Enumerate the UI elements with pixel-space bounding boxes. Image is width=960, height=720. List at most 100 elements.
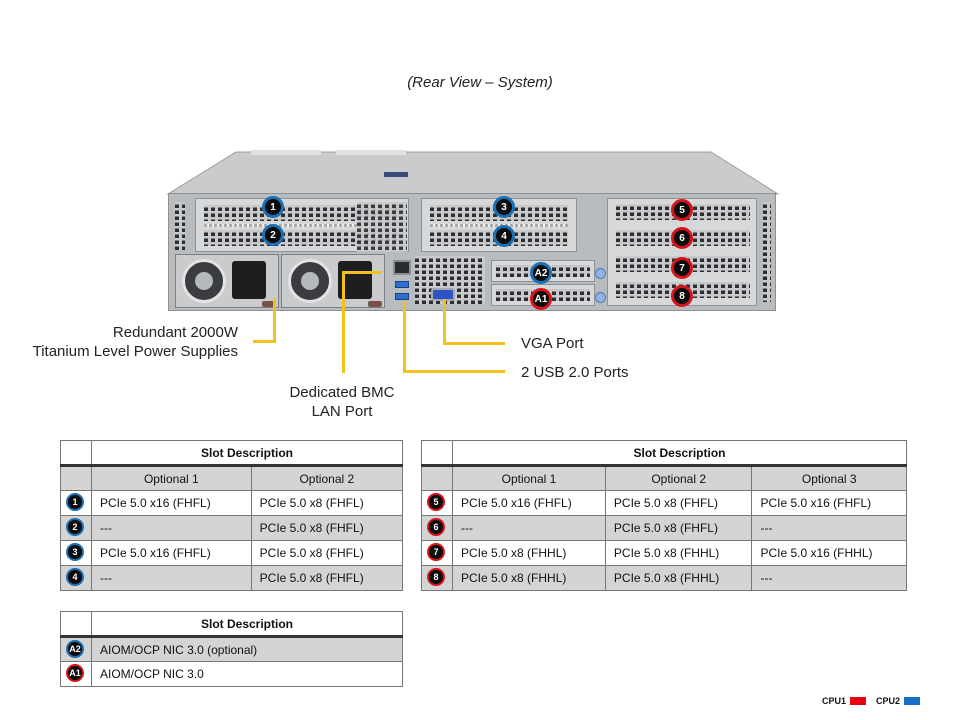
table-row: A1 AIOM/OCP NIC 3.0 [60, 661, 403, 687]
slot-badge-8: 8 [427, 568, 445, 586]
psu-label-line1: Redundant 2000W [112, 324, 238, 341]
table-row: 6 --- PCIe 5.0 x8 (FHFL) --- [421, 515, 907, 541]
slot-badge-7: 7 [427, 543, 445, 561]
usb-label: 2 USB 2.0 Ports [521, 364, 629, 381]
table-cell: PCIe 5.0 x8 (FHFL) [250, 565, 404, 591]
table-cell: PCIe 5.0 x16 (FHFL) [91, 490, 252, 516]
legend-label-cpu2: CPU2 [875, 696, 900, 706]
power-inlet-icon [232, 261, 266, 299]
slot-badge-2: 2 [262, 224, 284, 246]
slot-badge-8: 8 [671, 285, 693, 307]
column-header: Optional 3 [751, 465, 907, 491]
usb-callout-line [403, 301, 406, 373]
fan-icon [182, 259, 226, 303]
slot-badge-a2: A2 [66, 640, 84, 658]
bmc-label-line2: LAN Port [311, 403, 373, 420]
table-cell: PCIe 5.0 x8 (FHFL) [250, 515, 404, 541]
table-cell: PCIe 5.0 x16 (FHHL) [751, 540, 907, 566]
slot-badge-6: 6 [427, 518, 445, 536]
power-supply-2 [281, 254, 385, 308]
psu-callout-line [253, 340, 276, 343]
slot-badge-5: 5 [427, 493, 445, 511]
column-header: Optional 1 [91, 465, 252, 491]
table-cell: PCIe 5.0 x8 (FHFL) [250, 540, 404, 566]
slot-badge-a1: A1 [66, 664, 84, 682]
table-cell: PCIe 5.0 x16 (FHFL) [751, 490, 907, 516]
table-cell: PCIe 5.0 x8 (FHHL) [452, 540, 606, 566]
table-row: 2 --- PCIe 5.0 x8 (FHFL) [60, 515, 404, 541]
usb-port-2 [395, 293, 409, 300]
slot-badge-3: 3 [66, 543, 84, 561]
slot-badge-2: 2 [66, 518, 84, 536]
fan-icon [288, 259, 332, 303]
usb-port-1 [395, 281, 409, 288]
table-cell: --- [452, 515, 606, 541]
slot-badge-1: 1 [262, 196, 284, 218]
table-cell: PCIe 5.0 x8 (FHHL) [604, 565, 753, 591]
cpu-legend: CPU1 CPU2 [822, 696, 920, 706]
slot-badge-3: 3 [493, 196, 515, 218]
vga-callout-line [443, 299, 446, 345]
usb-callout-line [403, 370, 505, 373]
table-cell: PCIe 5.0 x8 (FHFL) [604, 490, 753, 516]
table-cell: PCIe 5.0 x8 (FHFL) [604, 515, 753, 541]
table-cell: --- [91, 565, 252, 591]
diagram-title: (Rear View – System) [407, 74, 553, 91]
column-header: Optional 2 [250, 465, 404, 491]
aiom-thumbscrew-icon [595, 292, 606, 303]
legend-swatch-cpu1 [849, 697, 866, 705]
legend-swatch-cpu2 [904, 697, 920, 705]
slot-badge-4: 4 [493, 225, 515, 247]
table-row: 5 PCIe 5.0 x16 (FHFL) PCIe 5.0 x8 (FHFL)… [421, 490, 907, 516]
vga-callout-line [443, 342, 505, 345]
slot-badge-a2: A2 [530, 262, 552, 284]
riser-bay-left [195, 198, 409, 252]
legend-label-cpu1: CPU1 [821, 696, 846, 706]
slot-badge-7: 7 [671, 257, 693, 279]
bmc-callout-line [342, 271, 345, 373]
slot-badge-5: 5 [671, 199, 693, 221]
aiom-thumbscrew-icon [595, 268, 606, 279]
table-cell: PCIe 5.0 x8 (FHHL) [452, 565, 606, 591]
column-header: Optional 2 [604, 465, 753, 491]
power-supply-1 [175, 254, 279, 308]
table-cell: --- [91, 515, 252, 541]
table-cell: --- [751, 565, 907, 591]
bmc-label: Dedicated BMC LAN Port [262, 383, 422, 421]
column-header: Optional 1 [452, 465, 606, 491]
table-row: 1 PCIe 5.0 x16 (FHFL) PCIe 5.0 x8 (FHFL) [60, 490, 404, 516]
slot-badge-6: 6 [671, 227, 693, 249]
slot-badge-4: 4 [66, 568, 84, 586]
right-side-vent [763, 202, 771, 302]
table-header: Slot Description [91, 440, 403, 467]
psu-label-line2: Titanium Level Power Supplies [32, 343, 238, 360]
slot-badge-1: 1 [66, 493, 84, 511]
side-vent [175, 202, 185, 250]
bmc-label-line1: Dedicated BMC [289, 384, 395, 401]
vga-label: VGA Port [521, 335, 584, 352]
bmc-lan-port [393, 260, 411, 275]
table-cell: PCIe 5.0 x16 (FHFL) [91, 540, 252, 566]
slot-table-aiom: Slot Description A2 AIOM/OCP NIC 3.0 (op… [60, 611, 403, 687]
table-cell: --- [751, 515, 907, 541]
slot-table-cpu1: Slot Description Optional 1 Optional 2 O… [421, 440, 907, 591]
slot-badge-a1: A1 [530, 288, 552, 310]
chassis-top-cover [166, 150, 780, 195]
table-row: A2 AIOM/OCP NIC 3.0 (optional) [60, 636, 403, 662]
table-row: 3 PCIe 5.0 x16 (FHFL) PCIe 5.0 x8 (FHFL) [60, 540, 404, 566]
table-cell: AIOM/OCP NIC 3.0 (optional) [91, 636, 403, 662]
table-cell: PCIe 5.0 x8 (FHHL) [604, 540, 753, 566]
bmc-callout-line [342, 271, 382, 274]
table-row: 7 PCIe 5.0 x8 (FHHL) PCIe 5.0 x8 (FHHL) … [421, 540, 907, 566]
table-row: 8 PCIe 5.0 x8 (FHHL) PCIe 5.0 x8 (FHHL) … [421, 565, 907, 591]
table-cell: PCIe 5.0 x16 (FHFL) [452, 490, 606, 516]
table-cell: PCIe 5.0 x8 (FHFL) [250, 490, 404, 516]
table-row: 4 --- PCIe 5.0 x8 (FHFL) [60, 565, 404, 591]
table-header: Slot Description [452, 440, 907, 467]
table-cell: AIOM/OCP NIC 3.0 [91, 661, 403, 687]
psu-label: Redundant 2000W Titanium Level Power Sup… [0, 323, 238, 361]
table-header: Slot Description [91, 611, 403, 638]
slot-table-cpu2: Slot Description Optional 1 Optional 2 1… [60, 440, 404, 591]
psu-callout-line [273, 298, 276, 343]
center-vent [357, 202, 407, 252]
